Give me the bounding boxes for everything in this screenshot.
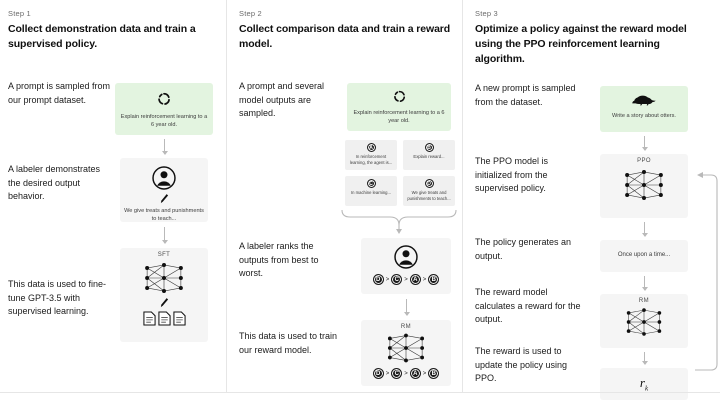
neural-network-icon [120,260,208,296]
output-badge-d: D [424,179,434,188]
step-2-caption-3: This data is used to train our reward mo… [239,331,338,355]
loop-icon [115,91,213,107]
arrow-ppo-to-output [641,222,648,237]
reward-symbol-base: r [639,375,645,390]
step-3-rm-title: RM [638,298,650,304]
step-3-rm-card: RM [600,294,688,348]
step-1-caption-3: This data is used to fine-tune GPT-3.5 w… [8,279,107,316]
rank-badge-2: C [391,274,403,285]
ppo-feedback-loop-arrow [687,168,720,389]
step-1-labeler-text: We give treats and punishments to teach.… [124,208,204,223]
step-3-caption-4: The reward model calculates a reward for… [475,287,581,324]
step-3-prompt-text: Write a story about otters. [612,113,676,119]
output-card-b: B Explain reward... [403,140,455,170]
rank-badge-4: B [428,274,440,285]
step-2-caption-1: A prompt and several model outputs are s… [239,81,325,118]
rank-badge-3: A [409,274,421,285]
output-card-a: A In reinforcement learning, the agent i… [345,140,397,170]
neural-network-icon [600,166,688,204]
step-3-caption-1: A new prompt is sampled from the dataset… [475,83,576,107]
step-3-label: Step 3 [475,9,498,18]
step-3-output-text: Once upon a time... [617,252,671,258]
rm-rank-separator-3: > [422,370,427,377]
output-badge-c: C [366,179,376,188]
person-icon [361,244,451,270]
step-3-caption-3: The policy generates an output. [475,237,572,261]
step-3-title: Optimize a policy against the reward mod… [475,23,687,65]
output-text-d: We give treats and punishments to teach.… [407,190,451,201]
bottom-divider [0,392,720,393]
step-2-labeler-card: D > C > A > B [361,238,451,294]
step-2-caption-2: A labeler ranks the outputs from best to… [239,241,319,278]
rm-ranking-row: D > C > A > B [361,368,451,379]
person-icon [120,165,208,191]
otter-icon [600,93,688,106]
arrow-labeler-to-rm [403,299,410,316]
sft-card-title: SFT [157,252,171,258]
rm-rank-separator-1: > [385,370,390,377]
step-3-caption-5: The reward is used to update the policy … [475,346,568,383]
neural-network-icon [361,331,451,365]
arrow-labeler-to-sft [161,227,168,244]
outputs-brace [339,208,459,241]
arrow-output-to-rm [641,276,648,291]
output-text-a: In reinforcement learning, the agent is.… [349,154,393,165]
step-3-prompt-card: Write a story about otters. [600,86,688,132]
step-1-title: Collect demonstration data and train a s… [8,23,196,50]
rm-rank-badge-4: B [428,368,440,379]
step-1-prompt-text: Explain reinforcement learning to a 6 ye… [120,114,208,129]
pen-icon [120,297,208,309]
step-3-ppo-card: PPO [600,154,688,218]
output-text-b: Explain reward... [413,154,445,159]
rank-separator-1: > [385,276,390,283]
ppo-card-title: PPO [637,158,651,164]
rank-separator-3: > [422,276,427,283]
output-badge-a: A [366,143,376,152]
rm-rank-separator-2: > [404,370,408,377]
step-3-column: Step 3 Optimize a policy against the rew… [462,0,720,400]
step-2-prompt-card: Explain reinforcement learning to a 6 ye… [347,83,451,131]
output-card-d: D We give treats and punishments to teac… [403,176,455,206]
reward-symbol: rk [600,375,688,393]
neural-network-icon [600,305,688,339]
step-1-column: Step 1 Collect demonstration data and tr… [0,0,226,392]
step-2-rm-card: RM D > C > A > [361,320,451,386]
step-2-prompt-text: Explain reinforcement learning to a 6 ye… [353,110,445,125]
step-1-caption-1: A prompt is sampled from our prompt data… [8,81,111,105]
step-3-output-card: Once upon a time... [600,240,688,272]
step-3-caption-2: The PPO model is initialized from the su… [475,156,549,193]
step-1-caption-2: A labeler demonstrates the desired outpu… [8,164,101,201]
loop-icon [347,89,451,104]
rm-rank-badge-3: A [409,368,421,379]
step-2-title: Collect comparison data and train a rewa… [239,23,451,50]
rm-rank-badge-2: C [391,368,403,379]
arrow-prompt-to-labeler [161,139,168,155]
reward-symbol-subscript: k [644,384,649,393]
rm-card-title: RM [400,324,412,330]
step-1-sft-card: SFT [120,248,208,342]
step-2-label: Step 2 [239,9,262,18]
documents-icon [120,311,208,326]
step-1-labeler-card: We give treats and punishments to teach.… [120,158,208,222]
rank-badge-1: D [372,274,384,285]
arrow-prompt-to-ppo [641,136,648,151]
step-2-column: Step 2 Collect comparison data and train… [226,0,462,392]
arrow-rm-to-reward [641,352,648,365]
step-3-reward-card: rk [600,368,688,400]
output-card-c: C In machine learning... [345,176,397,206]
step-1-prompt-card: Explain reinforcement learning to a 6 ye… [115,83,213,135]
pen-icon [120,193,208,205]
rm-rank-badge-1: D [372,368,384,379]
step-1-label: Step 1 [8,9,31,18]
output-text-c: In machine learning... [350,190,392,195]
output-badge-b: B [424,143,434,152]
labeler-ranking-row: D > C > A > B [361,274,451,285]
rank-separator-2: > [404,276,408,283]
